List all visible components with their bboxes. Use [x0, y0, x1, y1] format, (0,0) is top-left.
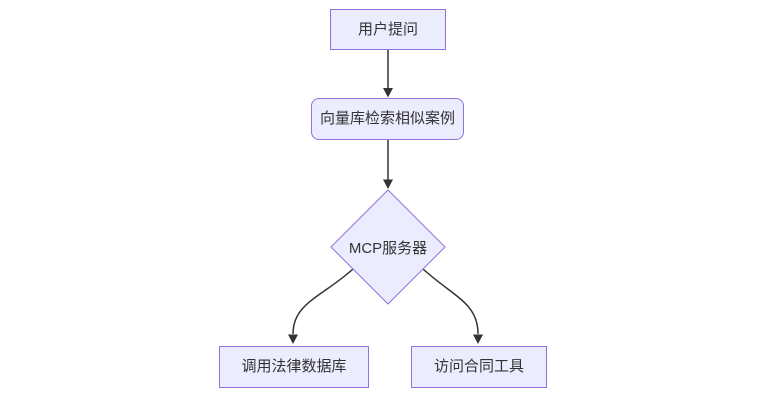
node-label: 调用法律数据库	[241, 358, 347, 375]
arrowhead-icon	[288, 334, 298, 344]
node-label: MCP服务器	[348, 239, 428, 257]
arrowhead-icon	[383, 179, 393, 189]
node-label: 访问合同工具	[433, 358, 524, 375]
node-mcp-server: MCP服务器	[331, 227, 445, 267]
edge-mcp-to-legaldb	[292, 268, 354, 335]
arrowhead-icon	[473, 334, 483, 344]
node-contract-tool: 访问合同工具	[411, 346, 547, 388]
node-mcp-server-shape	[330, 189, 446, 305]
node-legal-database: 调用法律数据库	[219, 346, 369, 388]
node-vector-search: 向量库检索相似案例	[311, 98, 464, 140]
arrowhead-icon	[383, 88, 393, 98]
node-label: 向量库检索相似案例	[319, 110, 455, 127]
node-user-question: 用户提问	[330, 9, 446, 50]
node-label: 用户提问	[357, 20, 418, 38]
edge-mcp-to-contract	[422, 268, 479, 335]
